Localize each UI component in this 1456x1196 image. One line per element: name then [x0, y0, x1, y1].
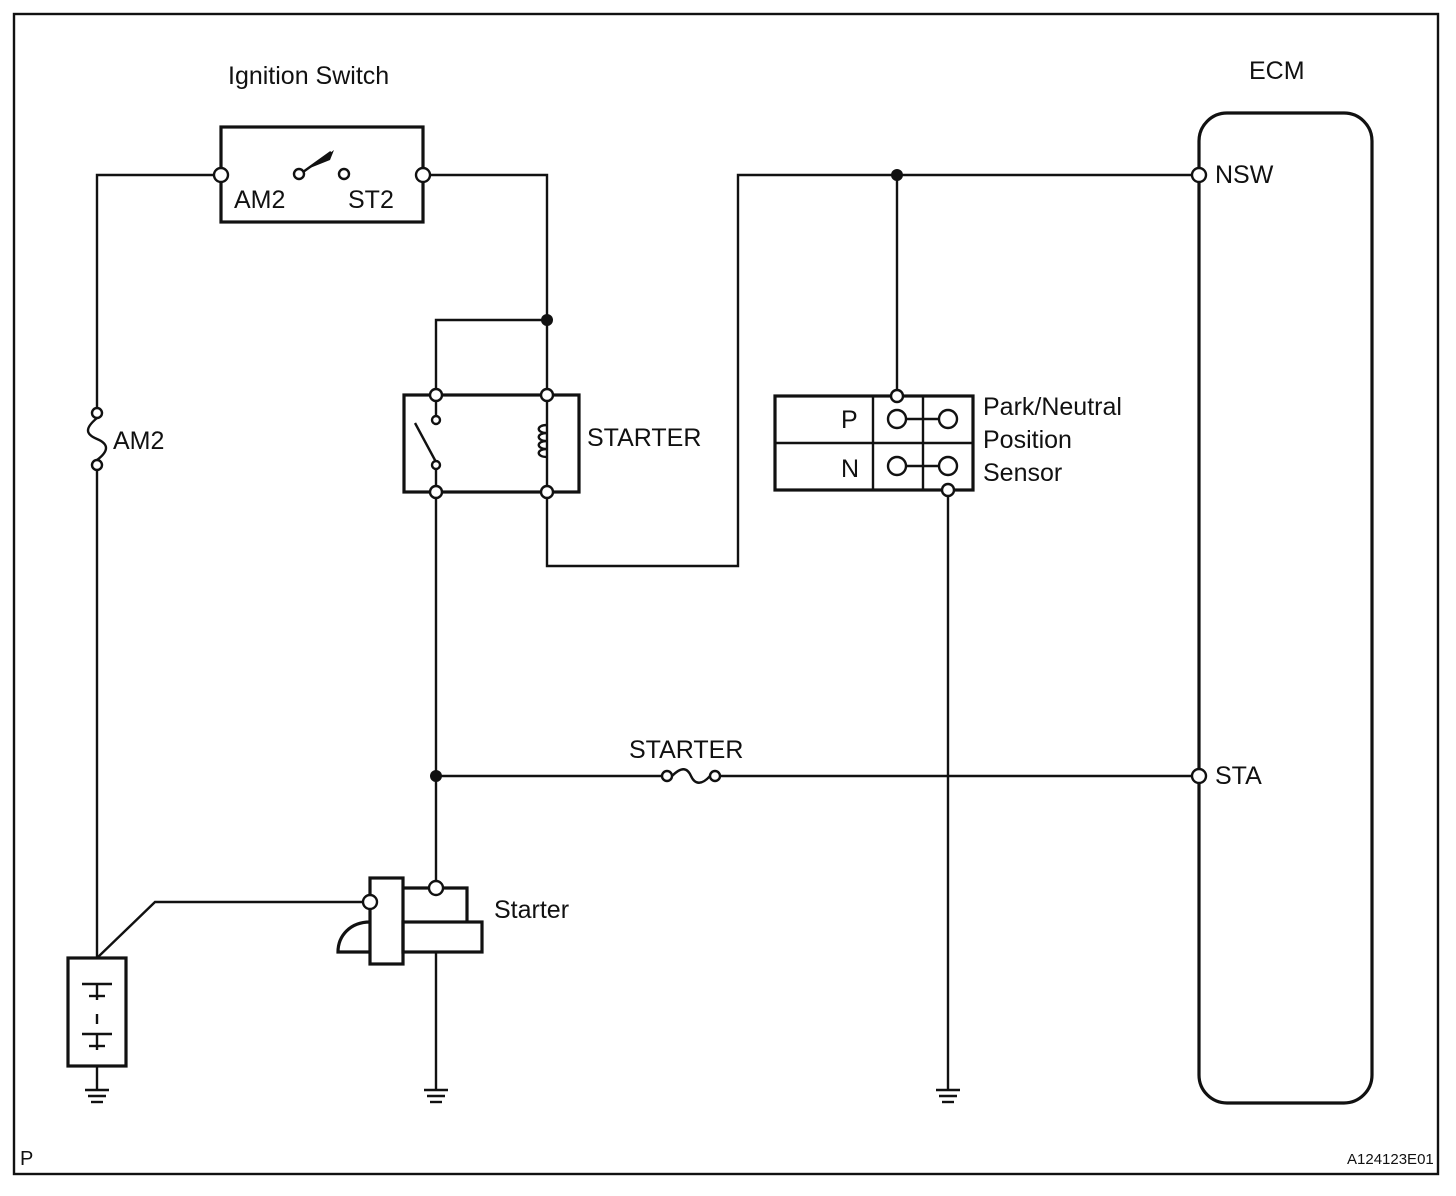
figure-code: A124123E01: [1347, 1151, 1434, 1168]
st2-terminal-label: ST2: [348, 186, 394, 214]
diagram-frame: [12, 12, 1440, 1176]
starter-relay-label: STARTER: [587, 424, 701, 452]
ecm-label: ECM: [1249, 57, 1305, 85]
ecm-block: [1197, 111, 1374, 1105]
pnp-p-label: P: [841, 406, 858, 434]
starter-motor: [336, 876, 484, 966]
starter-fuse-label: STARTER: [629, 736, 743, 764]
starter-motor-label: Starter: [494, 896, 569, 924]
battery: [66, 956, 128, 1068]
park-neutral-position-sensor: [773, 388, 975, 498]
nsw-label: NSW: [1215, 161, 1274, 189]
starter-relay: [402, 387, 581, 500]
ignition-switch-label: Ignition Switch: [228, 62, 389, 90]
junction-dot: [430, 770, 442, 782]
nsw-terminal: [1190, 166, 1208, 184]
sta-label: STA: [1215, 762, 1262, 790]
pnp-n-label: N: [841, 455, 859, 483]
corner-mark: P: [20, 1148, 33, 1170]
pnp-sensor-label-line1: Park/Neutral: [983, 393, 1122, 421]
am2-fuse-label: AM2: [113, 427, 164, 455]
am2-terminal-label: AM2: [234, 186, 285, 214]
ground-symbol: [85, 1088, 109, 1104]
starter-fuse: [660, 768, 722, 784]
pnp-sensor-label-line3: Sensor: [983, 459, 1062, 487]
ground-symbol: [424, 1088, 448, 1104]
sta-terminal: [1190, 767, 1208, 785]
junction-dot: [891, 169, 903, 181]
junction-dot: [541, 314, 553, 326]
pnp-sensor-label-line2: Position: [983, 426, 1072, 454]
st2-terminal: [414, 166, 432, 184]
am2-fuse: [86, 406, 108, 472]
wiring: [95, 173, 1199, 1090]
ground-symbol: [936, 1088, 960, 1104]
am2-terminal: [212, 166, 230, 184]
